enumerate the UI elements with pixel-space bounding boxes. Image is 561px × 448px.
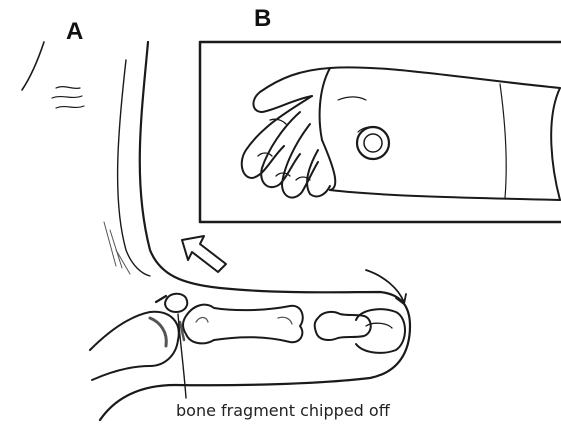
hand-illustration bbox=[242, 67, 560, 200]
annotation-caption: bone fragment chipped off bbox=[176, 401, 390, 420]
bones bbox=[90, 294, 405, 380]
panel-a-label: A bbox=[66, 20, 83, 44]
sketch-marks bbox=[22, 42, 84, 108]
force-arrow-icon bbox=[182, 236, 226, 272]
panel-b-label: B bbox=[254, 7, 271, 31]
